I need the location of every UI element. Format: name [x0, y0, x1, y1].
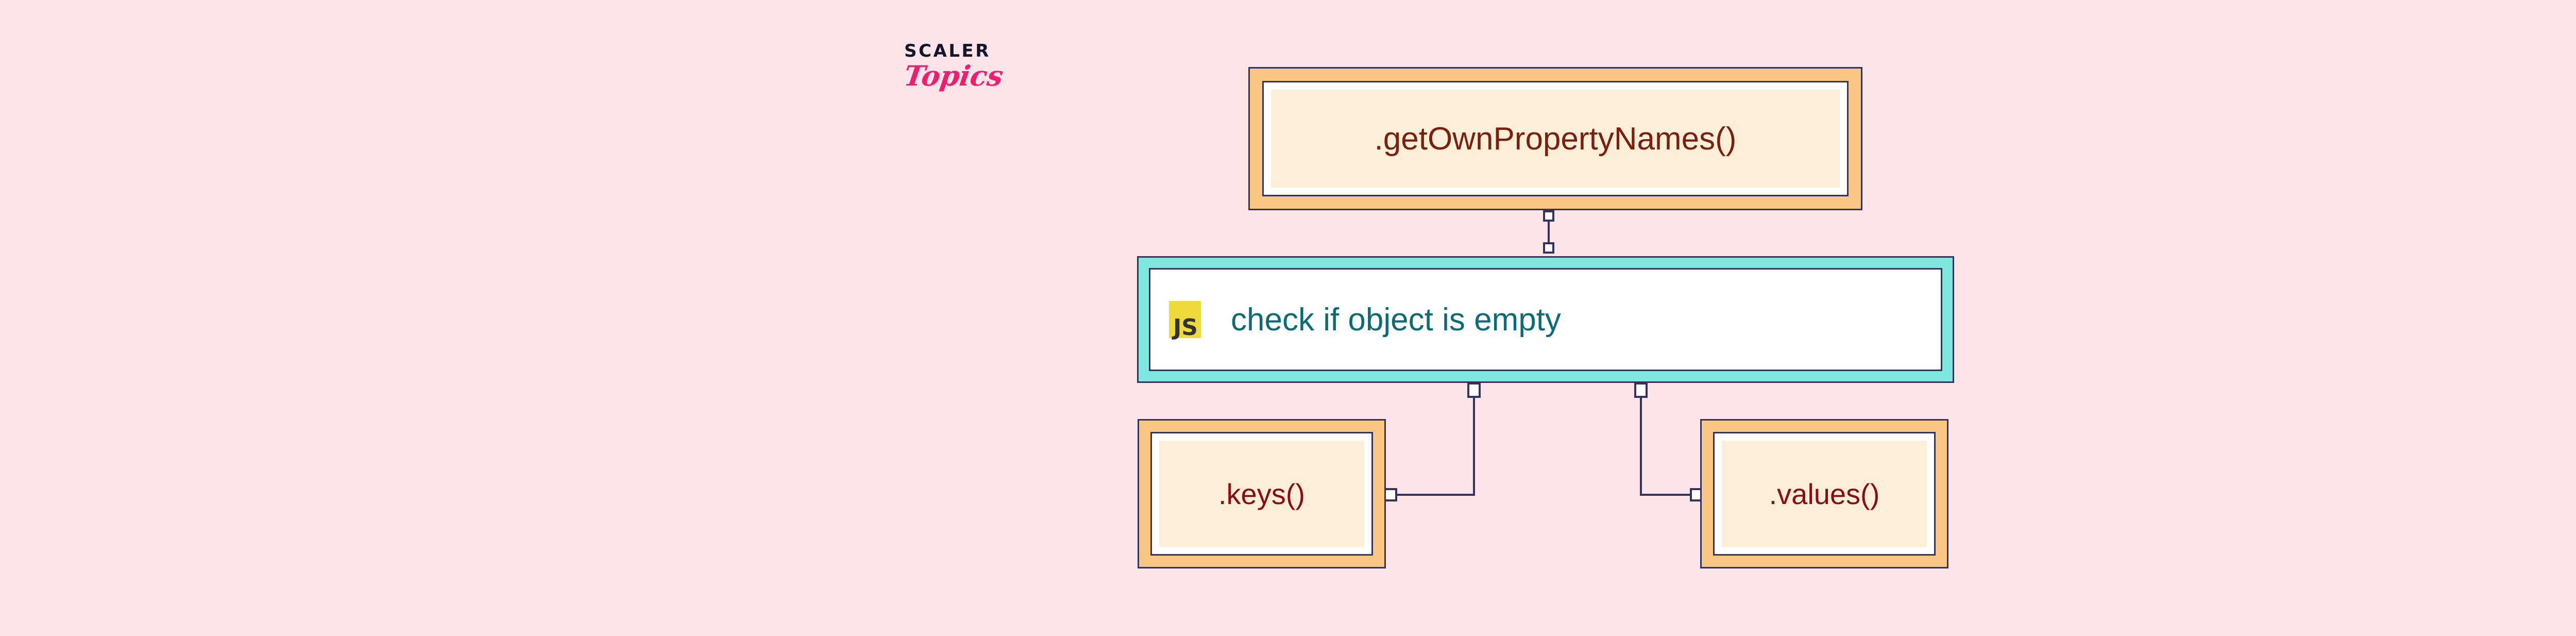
logo-brand-text: SCALER — [904, 41, 991, 61]
scaler-topics-logo: SCALER Topics — [902, 41, 1038, 125]
connector-line-values-horizontal — [1640, 494, 1699, 496]
connector-anchor-values-side — [1690, 488, 1703, 501]
logo-product-text: Topics — [902, 59, 1006, 92]
node-keys[interactable]: .keys() — [1138, 419, 1386, 568]
node-label-keys: .keys() — [1218, 477, 1305, 510]
node-label-check-if-object-is-empty: check if object is empty — [1231, 302, 1561, 338]
connector-anchor-values-drop — [1634, 382, 1648, 398]
node-label-values: .values() — [1769, 477, 1880, 510]
node-inner-frame: .keys() — [1150, 432, 1373, 556]
connector-line-values-vertical — [1640, 398, 1642, 496]
node-fill: .getOwnPropertyNames() — [1271, 90, 1840, 188]
connector-line-keys-vertical — [1473, 398, 1475, 496]
node-inner-frame: JS check if object is empty — [1149, 268, 1942, 371]
javascript-icon-label: JS — [1173, 314, 1198, 341]
node-fill: .values() — [1722, 441, 1927, 547]
node-check-if-object-is-empty[interactable]: JS check if object is empty — [1137, 256, 1954, 383]
connector-anchor-top-lower — [1543, 242, 1554, 254]
connector-line-keys-horizontal — [1396, 494, 1475, 496]
node-inner-frame: .values() — [1713, 432, 1936, 556]
node-label-get-own-property-names: .getOwnPropertyNames() — [1374, 121, 1737, 157]
node-inner-frame: .getOwnPropertyNames() — [1262, 81, 1849, 196]
node-get-own-property-names[interactable]: .getOwnPropertyNames() — [1248, 67, 1862, 210]
node-values[interactable]: .values() — [1700, 419, 1948, 568]
node-fill: .keys() — [1159, 441, 1364, 547]
connector-line-top-vertical — [1548, 222, 1550, 242]
javascript-icon: JS — [1169, 301, 1201, 341]
connector-anchor-top-upper — [1543, 210, 1554, 222]
connector-anchor-keys-drop — [1467, 382, 1481, 398]
